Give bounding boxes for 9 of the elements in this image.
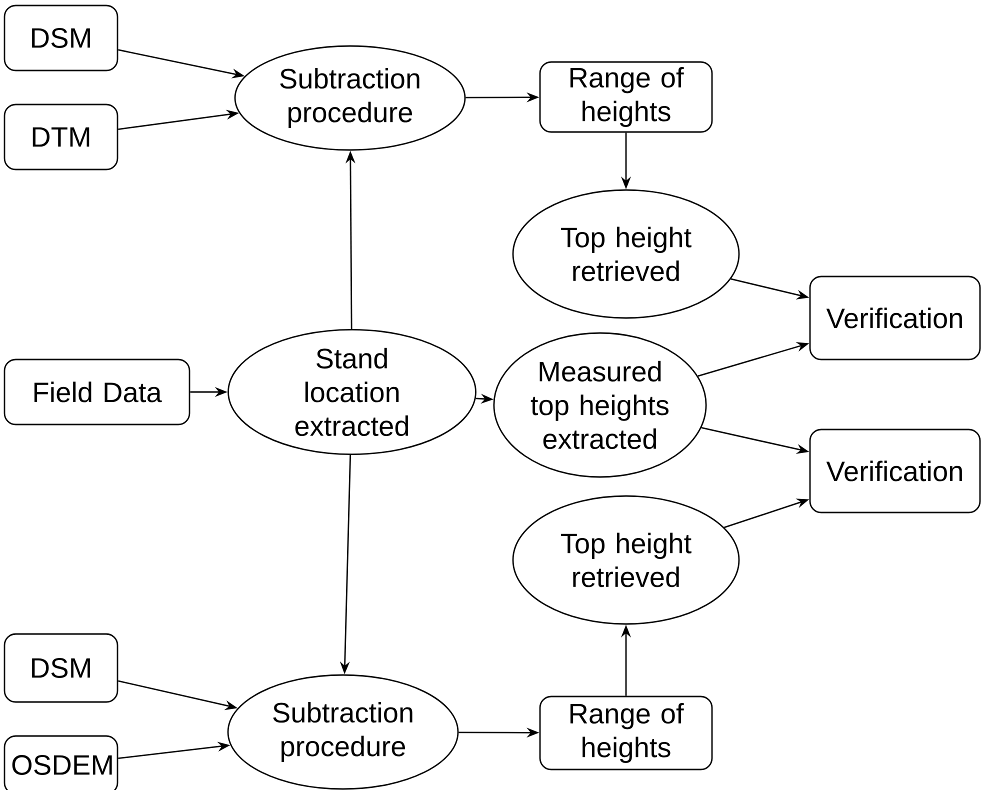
data-box: Verification bbox=[809, 428, 981, 514]
data-box: Range of heights bbox=[539, 696, 713, 770]
data-box: OSDEM bbox=[4, 735, 118, 790]
data-box: DSM bbox=[4, 4, 118, 72]
data-box: Field Data bbox=[4, 358, 190, 426]
data-box: DSM bbox=[4, 633, 118, 703]
data-box: Verification bbox=[809, 276, 981, 360]
data-box: DTM bbox=[4, 104, 118, 170]
data-box: Range of heights bbox=[539, 61, 713, 133]
